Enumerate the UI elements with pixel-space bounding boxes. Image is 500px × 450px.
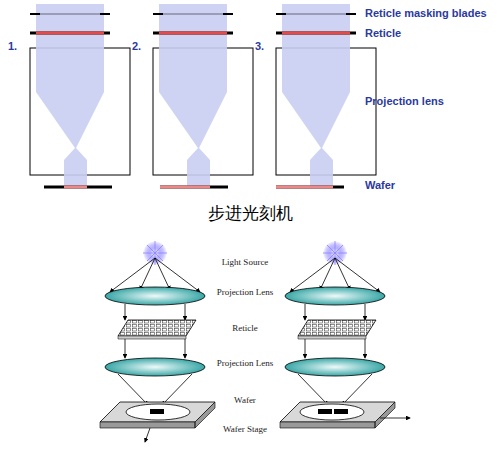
panel-number: 2. bbox=[132, 40, 141, 52]
part-label: Light Source bbox=[215, 257, 275, 267]
figure-caption: 步进光刻机 bbox=[208, 202, 293, 225]
part-label: Projection Lens bbox=[212, 358, 278, 368]
panel-number: 1. bbox=[8, 40, 17, 52]
part-label: Projection lens bbox=[365, 95, 444, 107]
part-label: Projection Lens bbox=[212, 287, 278, 297]
part-label: Reticle bbox=[365, 27, 401, 39]
panel-number: 3. bbox=[255, 40, 264, 52]
part-label: Wafer bbox=[215, 395, 275, 405]
part-label: Reticle masking blades bbox=[365, 7, 487, 19]
part-label: Wafer Stage bbox=[212, 424, 278, 434]
part-label: Reticle bbox=[215, 323, 275, 333]
part-label: Wafer bbox=[365, 179, 395, 191]
